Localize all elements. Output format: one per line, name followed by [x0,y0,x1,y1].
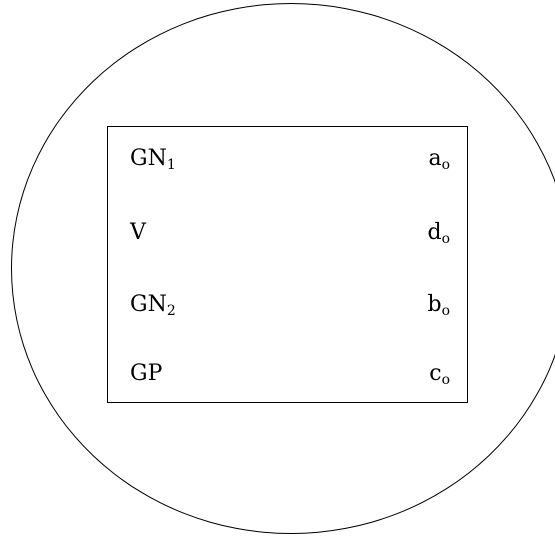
row-label-gn1: GN1 [130,146,176,173]
row-label-v: V [130,220,146,245]
row-label-gn2: GN2 [130,292,176,319]
row-value-b: bo [427,292,450,319]
row-value-c: co [429,361,450,388]
row-value-d: do [427,220,450,247]
inner-box: GN1 ao V do GN2 bo GP co [107,126,468,403]
outer-circle [11,3,555,534]
row-label-gp: GP [130,361,163,386]
row-value-a: ao [428,146,450,173]
